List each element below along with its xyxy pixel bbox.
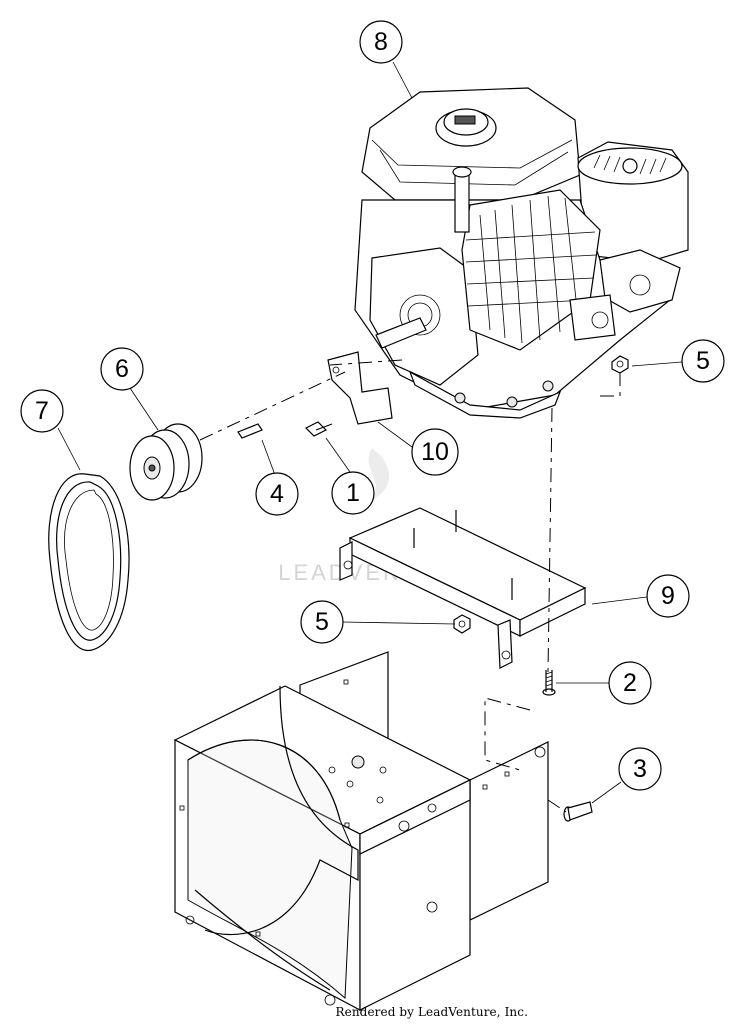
pulley xyxy=(129,423,203,501)
callout-3-label: 3 xyxy=(633,755,647,783)
callout-7-label: 7 xyxy=(35,397,49,425)
key xyxy=(237,423,263,439)
callout-5-lower-label: 5 xyxy=(315,608,329,636)
callout-10: 10 xyxy=(411,428,459,476)
callout-4-label: 4 xyxy=(270,480,284,508)
bolt-3 xyxy=(563,801,593,822)
callout-9-label: 9 xyxy=(661,582,675,610)
render-credit: Rendered by LeadVenture, Inc. xyxy=(335,1005,528,1019)
callout-7: 7 xyxy=(20,389,64,433)
frame xyxy=(173,651,549,1011)
bolt-2 xyxy=(542,670,556,696)
bolt-1 xyxy=(304,421,333,437)
callout-3: 3 xyxy=(618,747,662,791)
nut-upper xyxy=(611,355,629,374)
engine xyxy=(354,87,689,419)
callout-2-label: 2 xyxy=(623,669,637,697)
bracket xyxy=(327,351,393,425)
v-belt xyxy=(48,473,130,651)
leader-lines xyxy=(57,61,683,804)
callout-10-label: 10 xyxy=(421,438,449,466)
engine-plate xyxy=(339,507,587,669)
callout-5-upper: 5 xyxy=(681,339,725,383)
callout-4: 4 xyxy=(255,472,299,516)
assembly-lines xyxy=(199,359,621,813)
callout-9: 9 xyxy=(646,574,690,618)
callout-8-label: 8 xyxy=(374,28,388,56)
callout-1-label: 1 xyxy=(346,479,360,507)
nut-lower xyxy=(453,614,471,634)
callout-6-label: 6 xyxy=(115,355,129,383)
callout-6: 6 xyxy=(100,347,144,391)
callout-1: 1 xyxy=(331,471,375,515)
callout-5-lower: 5 xyxy=(300,600,344,644)
callout-5-upper-label: 5 xyxy=(696,347,710,375)
callout-8: 8 xyxy=(359,20,403,64)
callout-2: 2 xyxy=(608,661,652,705)
